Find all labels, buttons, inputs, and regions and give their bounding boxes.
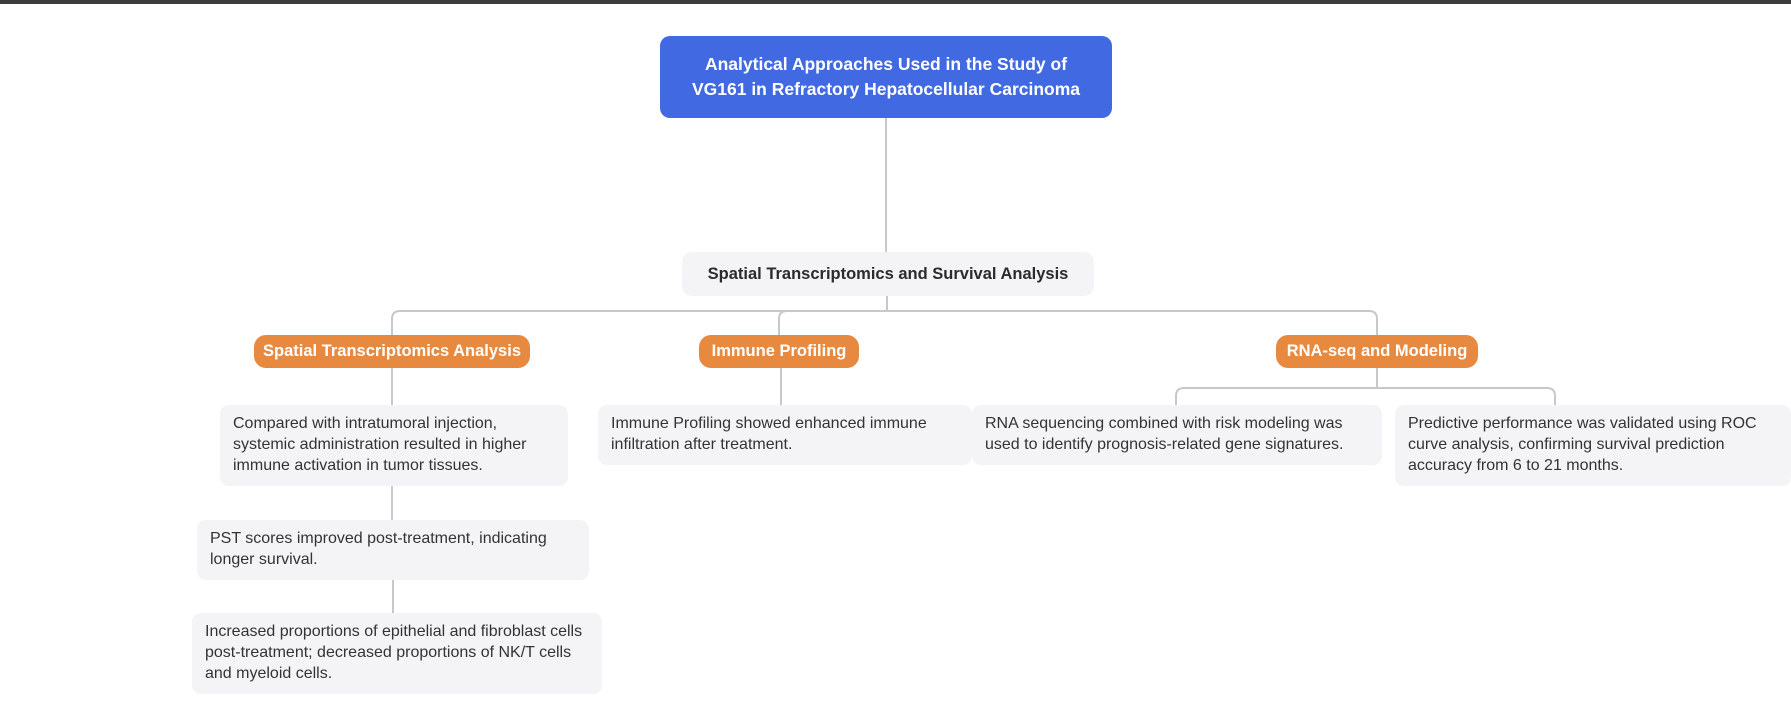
link-level1-to-branch1 bbox=[391, 310, 887, 335]
branch-immune-profiling[interactable]: Immune Profiling bbox=[699, 335, 859, 368]
leaf-systemic-administration-immune-activation[interactable]: Compared with intratumoral injection, sy… bbox=[220, 405, 568, 486]
branch-rna-seq-and-modeling[interactable]: RNA-seq and Modeling bbox=[1276, 335, 1478, 368]
link-level1-to-branch3 bbox=[887, 310, 1378, 335]
leaf-cell-proportion-changes[interactable]: Increased proportions of epithelial and … bbox=[192, 613, 602, 694]
top-border-bar bbox=[0, 0, 1791, 4]
root-node-analytical-approaches[interactable]: Analytical Approaches Used in the Study … bbox=[660, 36, 1112, 118]
link-level1-to-branch2 bbox=[778, 310, 887, 335]
node-spatial-transcriptomics-and-survival-analysis[interactable]: Spatial Transcriptomics and Survival Ana… bbox=[682, 252, 1094, 296]
leaf-immune-infiltration[interactable]: Immune Profiling showed enhanced immune … bbox=[598, 405, 972, 465]
leaf-pst-scores-survival[interactable]: PST scores improved post-treatment, indi… bbox=[197, 520, 589, 580]
branch-spatial-transcriptomics-analysis[interactable]: Spatial Transcriptomics Analysis bbox=[254, 335, 530, 368]
link-branch3-to-leaf5 bbox=[1175, 387, 1377, 405]
link-branch3-to-leaf6 bbox=[1377, 387, 1556, 405]
leaf-prognosis-gene-signatures[interactable]: RNA sequencing combined with risk modeli… bbox=[972, 405, 1382, 465]
leaf-roc-validation[interactable]: Predictive performance was validated usi… bbox=[1395, 405, 1791, 486]
